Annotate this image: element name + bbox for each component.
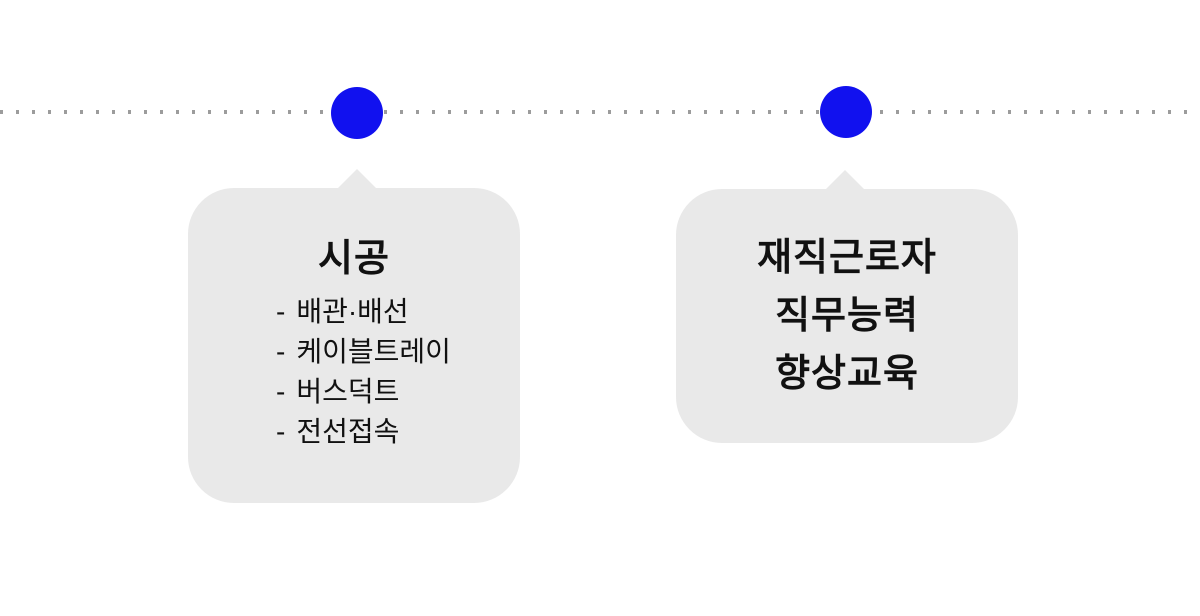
list-item-label: 케이블트레이 xyxy=(296,336,451,367)
training-bubble-line: 직무능력 xyxy=(775,295,919,337)
timeline-dotted-line xyxy=(0,110,1200,114)
list-item: -버스덕트 xyxy=(276,372,520,412)
construction-item-list: -배관·배선 -케이블트레이 -버스덕트 -전선접속 xyxy=(188,292,520,452)
list-item: -배관·배선 xyxy=(276,292,520,332)
list-item-dash: - xyxy=(276,296,286,327)
training-bubble-text: 재직근로자 직무능력 향상교육 xyxy=(676,189,1018,403)
construction-bubble-title: 시공 xyxy=(318,238,390,280)
construction-bubble: 시공 -배관·배선 -케이블트레이 -버스덕트 -전선접속 xyxy=(188,169,520,503)
training-bubble: 재직근로자 직무능력 향상교육 xyxy=(676,170,1018,443)
list-item-dash: - xyxy=(276,416,286,447)
timeline-node-training xyxy=(820,86,872,138)
list-item-label: 배관·배선 xyxy=(296,296,409,327)
training-bubble-line: 재직근로자 xyxy=(757,237,937,279)
construction-bubble-tail-icon xyxy=(337,169,377,189)
list-item-dash: - xyxy=(276,376,286,407)
list-item-label: 버스덕트 xyxy=(296,376,400,407)
list-item-label: 전선접속 xyxy=(296,416,400,447)
list-item-dash: - xyxy=(276,336,286,367)
timeline-node-construction xyxy=(331,87,383,139)
training-bubble-line: 향상교육 xyxy=(775,353,919,395)
list-item: -전선접속 xyxy=(276,412,520,452)
list-item: -케이블트레이 xyxy=(276,332,520,372)
training-bubble-tail-icon xyxy=(825,170,865,190)
